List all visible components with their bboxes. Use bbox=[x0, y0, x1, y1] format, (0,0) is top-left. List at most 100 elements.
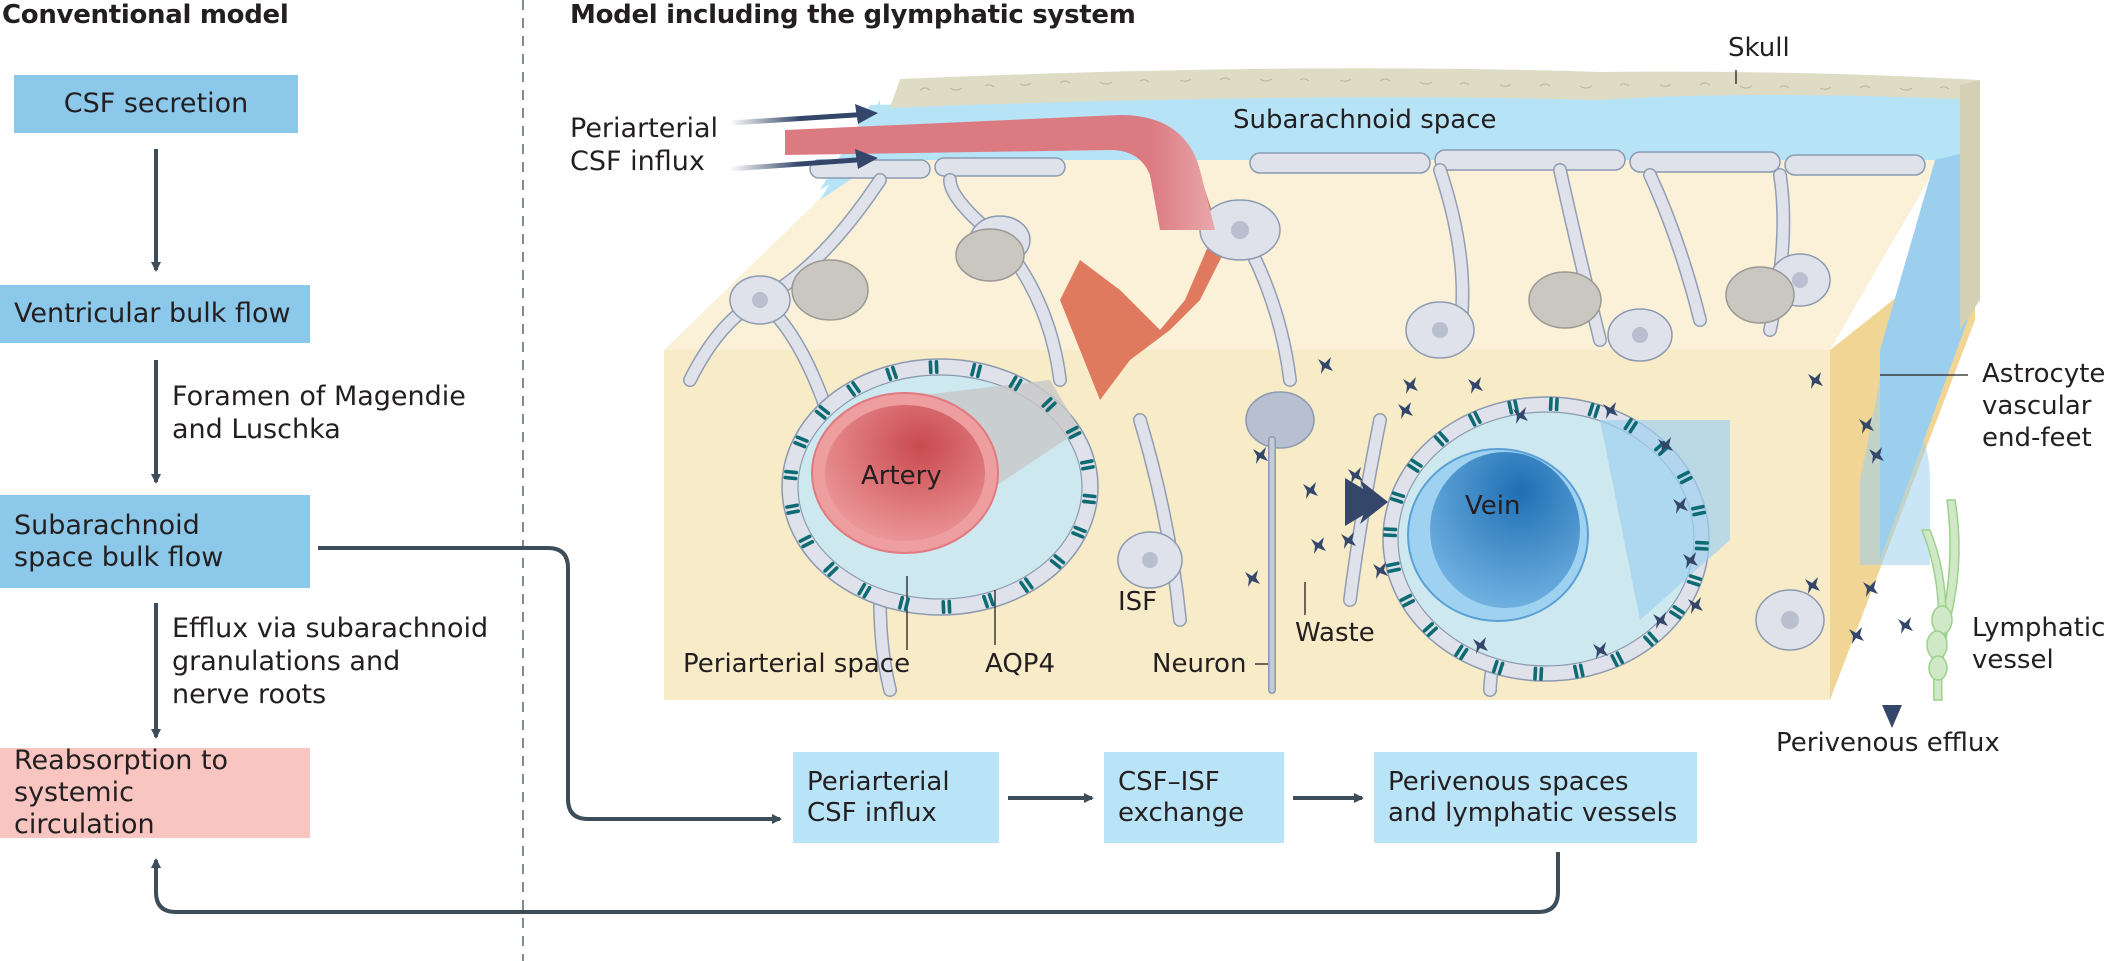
waste-particle bbox=[1805, 577, 1820, 594]
waste-particle bbox=[1658, 437, 1673, 454]
waste-particle bbox=[1318, 357, 1333, 374]
step-reabsorption: Reabsorption to systemic circulation bbox=[0, 745, 310, 840]
waste-particle bbox=[1403, 377, 1418, 394]
flow-label: CSF–ISF exchange bbox=[1118, 766, 1245, 828]
aqp4-channel bbox=[941, 599, 952, 615]
aqp4-channel bbox=[1690, 504, 1707, 517]
label-aqp4: AQP4 bbox=[985, 649, 1056, 679]
leader-lines bbox=[906, 70, 1968, 665]
label-astrocyte-end-feet: Astrocyte vascular end-feet bbox=[1982, 359, 2106, 453]
aqp4-channel bbox=[1383, 527, 1398, 538]
aqp4-channel bbox=[1422, 622, 1438, 638]
flow-label: Periarterial CSF influx bbox=[807, 766, 950, 828]
aqp4-channel bbox=[1389, 491, 1406, 504]
waste-particle bbox=[1683, 552, 1698, 569]
waste-particle bbox=[1898, 617, 1913, 634]
waste-particle bbox=[1863, 580, 1878, 597]
artery-lumen bbox=[825, 405, 985, 541]
aqp4-channel bbox=[1399, 593, 1415, 608]
aqp4-channel bbox=[1008, 375, 1023, 392]
flow-csf-isf-exchange: CSF–ISF exchange bbox=[1104, 752, 1284, 843]
aqp4-channel bbox=[857, 582, 872, 599]
label-skull: Skull bbox=[1728, 33, 1790, 63]
aqp4-channel bbox=[1385, 561, 1402, 574]
aqp4-channel bbox=[982, 592, 995, 609]
parenchyma-top-face bbox=[664, 150, 1940, 350]
label-perivenous-efflux: Perivenous efflux bbox=[1776, 728, 2000, 758]
waste-particle bbox=[1513, 407, 1528, 424]
aqp4-channel bbox=[970, 362, 983, 379]
label-periarterial-space: Periarterial space bbox=[683, 649, 911, 679]
aqp4-channel bbox=[1643, 631, 1659, 647]
aqp4-channel bbox=[1572, 663, 1585, 679]
waste-particle bbox=[1398, 402, 1413, 419]
aqp4-channel bbox=[1669, 605, 1685, 620]
aqp4-channel bbox=[814, 404, 831, 420]
transition-label-efflux: Efflux via subarachnoid granulations and… bbox=[172, 613, 489, 710]
aqp4-channel bbox=[1587, 402, 1601, 419]
step-ventricular-bulk-flow: Ventricular bulk flow bbox=[0, 285, 310, 343]
aqp4-channel bbox=[783, 469, 799, 481]
waste-particles bbox=[1245, 357, 1913, 659]
lymphatic-vessel-shape bbox=[1920, 499, 1960, 701]
aqp4-channel bbox=[1610, 651, 1624, 667]
artery-surface-segment bbox=[785, 115, 1215, 230]
perivenous-channel bbox=[1860, 380, 1930, 565]
aqp4-channel bbox=[1548, 397, 1559, 412]
aqp4-channel bbox=[1491, 659, 1505, 676]
waste-particle bbox=[1373, 562, 1388, 579]
aqp4-channel bbox=[1049, 554, 1066, 570]
label-waste: Waste bbox=[1295, 618, 1375, 648]
aqp4-channel bbox=[1433, 431, 1449, 447]
step-csf-secretion: CSF secretion bbox=[14, 75, 298, 133]
label-artery: Artery bbox=[861, 461, 942, 491]
label-isf: ISF bbox=[1118, 587, 1158, 617]
aqp4-channel bbox=[1065, 425, 1082, 440]
aqp4-channel bbox=[1081, 493, 1097, 505]
aqp4-channel bbox=[885, 365, 898, 382]
transition-label-foramen: Foramen of Magendie and Luschka bbox=[172, 381, 466, 445]
vein-lumen bbox=[1430, 452, 1580, 608]
aqp4-channel bbox=[1694, 540, 1709, 551]
aqp4-channel bbox=[1019, 577, 1034, 593]
astrocyte-endfeet-row bbox=[809, 149, 1926, 179]
skull-side bbox=[1960, 80, 1980, 330]
waste-particle bbox=[1688, 597, 1703, 614]
neuron-bodies bbox=[791, 228, 1795, 449]
waste-particle bbox=[1869, 447, 1884, 464]
label-vein: Vein bbox=[1465, 491, 1521, 521]
aqp4-channel bbox=[1686, 574, 1703, 587]
aqp4-channel bbox=[798, 534, 815, 549]
aqp4-channel bbox=[1041, 397, 1057, 413]
aqp4-channel bbox=[1079, 459, 1095, 471]
waste-particle bbox=[1673, 497, 1688, 514]
waste-particle bbox=[1849, 627, 1864, 644]
arrow-subarachnoid-to-periarterial-influx bbox=[318, 546, 782, 824]
glymphatic-model-title: Model including the glymphatic system bbox=[570, 0, 1136, 30]
waste-particle bbox=[1341, 532, 1356, 549]
perivascular-space-branch bbox=[1060, 175, 1225, 400]
waste-particle bbox=[1603, 402, 1618, 419]
flow-perivenous-lymphatic: Perivenous spaces and lymphatic vessels bbox=[1374, 752, 1697, 843]
aqp4-channel bbox=[793, 435, 809, 449]
astrocyte-nuclei bbox=[752, 221, 1808, 629]
aqp4-channel bbox=[785, 503, 801, 515]
aqp4-channels bbox=[783, 359, 1709, 681]
label-lymphatic-vessel: Lymphatic vessel bbox=[1972, 613, 2106, 675]
step-label: Reabsorption to systemic circulation bbox=[14, 745, 229, 840]
skull-layer bbox=[890, 68, 1980, 108]
aqp4-channel bbox=[1677, 470, 1693, 485]
influx-arrow-upper bbox=[729, 111, 871, 126]
aqp4-channel bbox=[1454, 644, 1469, 661]
step-subarachnoid-bulk-flow: Subarachnoid space bulk flow bbox=[0, 495, 310, 588]
step-label: Subarachnoid space bulk flow bbox=[14, 509, 224, 573]
waste-particle bbox=[1253, 447, 1268, 464]
waste-particle bbox=[1859, 417, 1874, 434]
glymphatic-illustration bbox=[664, 68, 1980, 728]
label-subarachnoid-space: Subarachnoid space bbox=[1233, 105, 1497, 135]
label-periarterial-csf-influx: Periarterial CSF influx bbox=[570, 113, 719, 177]
waste-particle bbox=[1348, 467, 1363, 484]
waste-particle bbox=[1303, 482, 1318, 499]
aqp4-channel bbox=[823, 561, 839, 577]
